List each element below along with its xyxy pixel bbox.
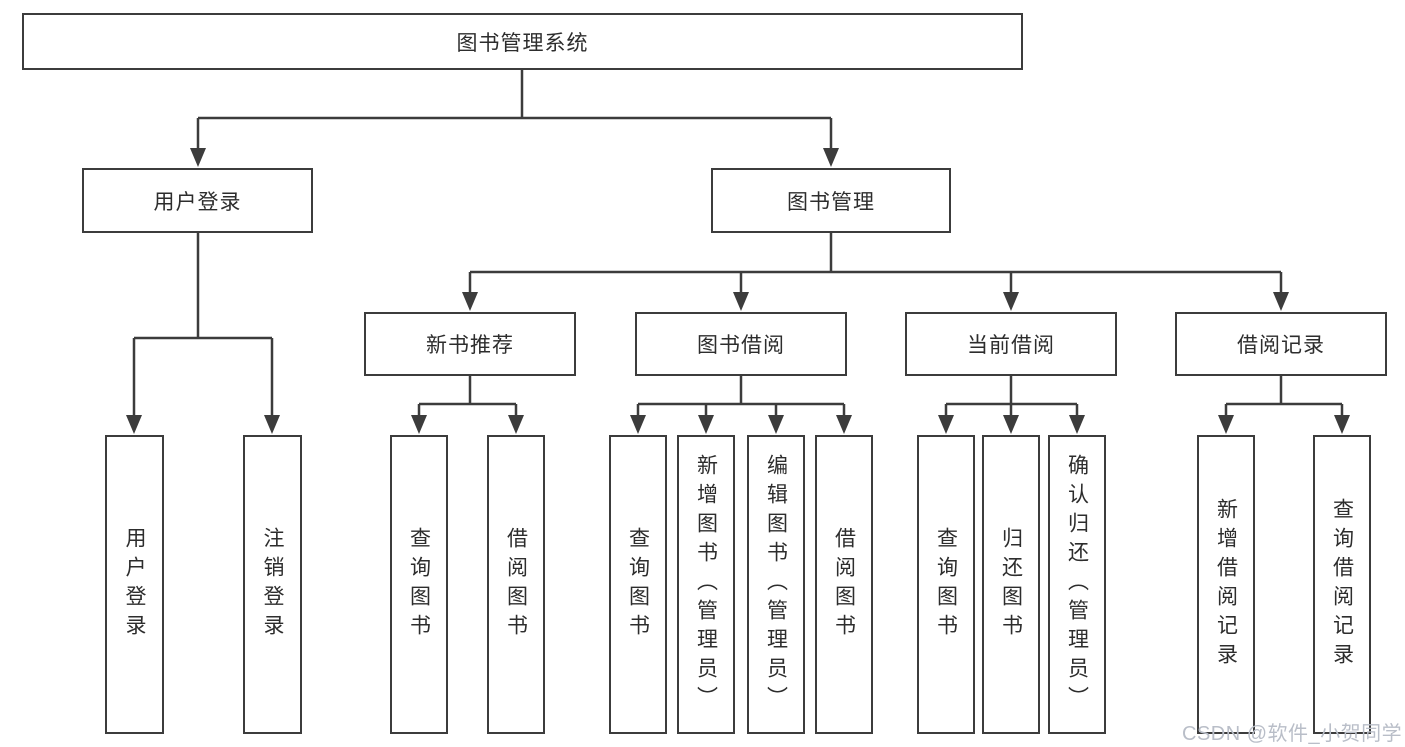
- arrow-down-icon: [938, 415, 954, 434]
- arrow-down-icon: [1003, 292, 1019, 311]
- node-book-borrow: 图书借阅: [635, 312, 847, 376]
- csdn-watermark: CSDN @软件_小贺同学: [1182, 723, 1403, 745]
- leaf-label: 注销登录: [261, 526, 284, 643]
- leaf-edit-books-admin: 编辑图书（管理员）: [747, 435, 805, 734]
- leaf-label: 编辑图书（管理员）: [764, 454, 788, 715]
- leaf-confirm-return-admin: 确认归还（管理员）: [1048, 435, 1106, 734]
- arrow-down-icon: [630, 415, 646, 434]
- node-user-login-branch: 用户登录: [82, 168, 313, 233]
- arrow-down-icon: [126, 415, 142, 434]
- arrow-down-icon: [508, 415, 524, 434]
- arrow-down-icon: [190, 148, 206, 167]
- arrow-down-icon: [836, 415, 852, 434]
- node-borrow-records: 借阅记录: [1175, 312, 1387, 376]
- leaf-label: 借阅图书: [832, 526, 856, 643]
- leaf-label: 归还图书: [999, 526, 1023, 643]
- arrow-down-icon: [411, 415, 427, 434]
- arrowhead-icons: [126, 148, 1350, 434]
- leaf-user-login: 用户登录: [105, 435, 164, 734]
- arrow-down-icon: [823, 148, 839, 167]
- arrow-down-icon: [1003, 415, 1019, 434]
- leaf-query-books-borrow: 查询图书: [609, 435, 667, 734]
- leaf-label: 查询图书: [626, 526, 650, 643]
- leaf-label: 借阅图书: [504, 526, 528, 643]
- leaf-add-books-admin: 新增图书（管理员）: [677, 435, 735, 734]
- arrow-down-icon: [1334, 415, 1350, 434]
- leaf-borrow-books-recommend: 借阅图书: [487, 435, 545, 734]
- leaf-query-books-recommend: 查询图书: [390, 435, 448, 734]
- leaf-label: 新增图书（管理员）: [694, 454, 718, 715]
- leaf-label: 查询借阅记录: [1330, 497, 1354, 672]
- arrow-down-icon: [1069, 415, 1085, 434]
- leaf-return-books: 归还图书: [982, 435, 1040, 734]
- leaf-label: 查询图书: [407, 526, 431, 643]
- arrow-down-icon: [733, 292, 749, 311]
- leaf-label: 确认归还（管理员）: [1065, 454, 1089, 715]
- leaf-label: 新增借阅记录: [1214, 497, 1238, 672]
- arrow-down-icon: [462, 292, 478, 311]
- leaf-borrow-books: 借阅图书: [815, 435, 873, 734]
- node-current-borrow: 当前借阅: [905, 312, 1117, 376]
- leaf-add-borrow-record: 新增借阅记录: [1197, 435, 1255, 734]
- leaf-label: 用户登录: [123, 526, 146, 643]
- node-root-system: 图书管理系统: [22, 13, 1023, 70]
- leaf-query-books-current: 查询图书: [917, 435, 975, 734]
- arrow-down-icon: [698, 415, 714, 434]
- node-book-management-branch: 图书管理: [711, 168, 951, 233]
- arrow-down-icon: [1218, 415, 1234, 434]
- leaf-query-borrow-record: 查询借阅记录: [1313, 435, 1371, 734]
- connector-lines: [132, 70, 1344, 427]
- node-new-book-recommend: 新书推荐: [364, 312, 576, 376]
- leaf-label: 查询图书: [934, 526, 958, 643]
- arrow-down-icon: [1273, 292, 1289, 311]
- arrow-down-icon: [264, 415, 280, 434]
- arrow-down-icon: [768, 415, 784, 434]
- leaf-logout: 注销登录: [243, 435, 302, 734]
